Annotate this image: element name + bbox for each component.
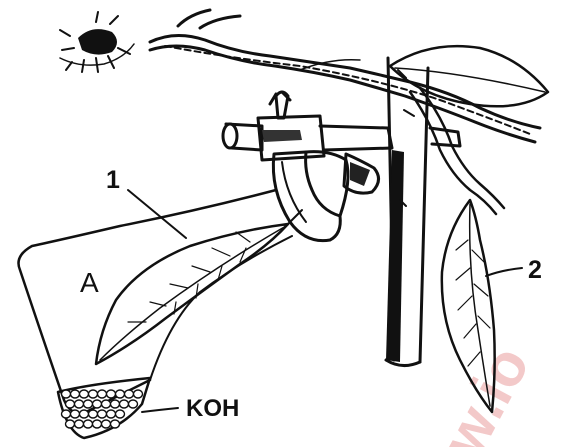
chamber-a: A <box>19 190 293 414</box>
koh-pellet <box>89 410 98 418</box>
koh-pellet <box>111 400 120 408</box>
koh-pellet <box>102 420 111 428</box>
koh-pellet <box>71 390 80 398</box>
koh-pellet <box>98 390 107 398</box>
support-rod <box>386 58 428 366</box>
koh-pellet <box>102 400 111 408</box>
koh-pellet <box>107 390 116 398</box>
koh-pellet <box>80 390 89 398</box>
koh-pellet <box>134 390 143 398</box>
koh-pellet <box>111 420 120 428</box>
koh-pellet <box>71 410 80 418</box>
leader-line-koh <box>142 408 178 412</box>
koh-pellet <box>89 390 98 398</box>
koh-pellet <box>80 410 89 418</box>
koh-pellet <box>62 390 71 398</box>
koh-pellet <box>120 400 129 408</box>
label-koh: KOH <box>186 395 239 422</box>
koh-pellet <box>66 400 75 408</box>
label-2: 2 <box>528 256 542 284</box>
koh-pellet <box>93 400 102 408</box>
koh-pellet <box>98 410 107 418</box>
koh-pellet <box>62 410 71 418</box>
koh-pellet <box>75 400 84 408</box>
sun-icon <box>60 12 134 72</box>
label-1: 1 <box>106 166 120 194</box>
koh-pellet <box>116 410 125 418</box>
leaf-1 <box>96 210 302 364</box>
koh-pellet <box>116 390 125 398</box>
chamber-label: A <box>80 267 99 298</box>
koh-pellet <box>125 390 134 398</box>
koh-pellet <box>84 400 93 408</box>
koh-pellet <box>84 420 93 428</box>
koh-pellet <box>75 420 84 428</box>
koh-pellet <box>66 420 75 428</box>
koh-pellet <box>107 410 116 418</box>
koh-pellet <box>93 420 102 428</box>
koh-pellet <box>129 400 138 408</box>
watermark: w.io <box>429 335 542 447</box>
leader-line-2 <box>486 268 522 276</box>
